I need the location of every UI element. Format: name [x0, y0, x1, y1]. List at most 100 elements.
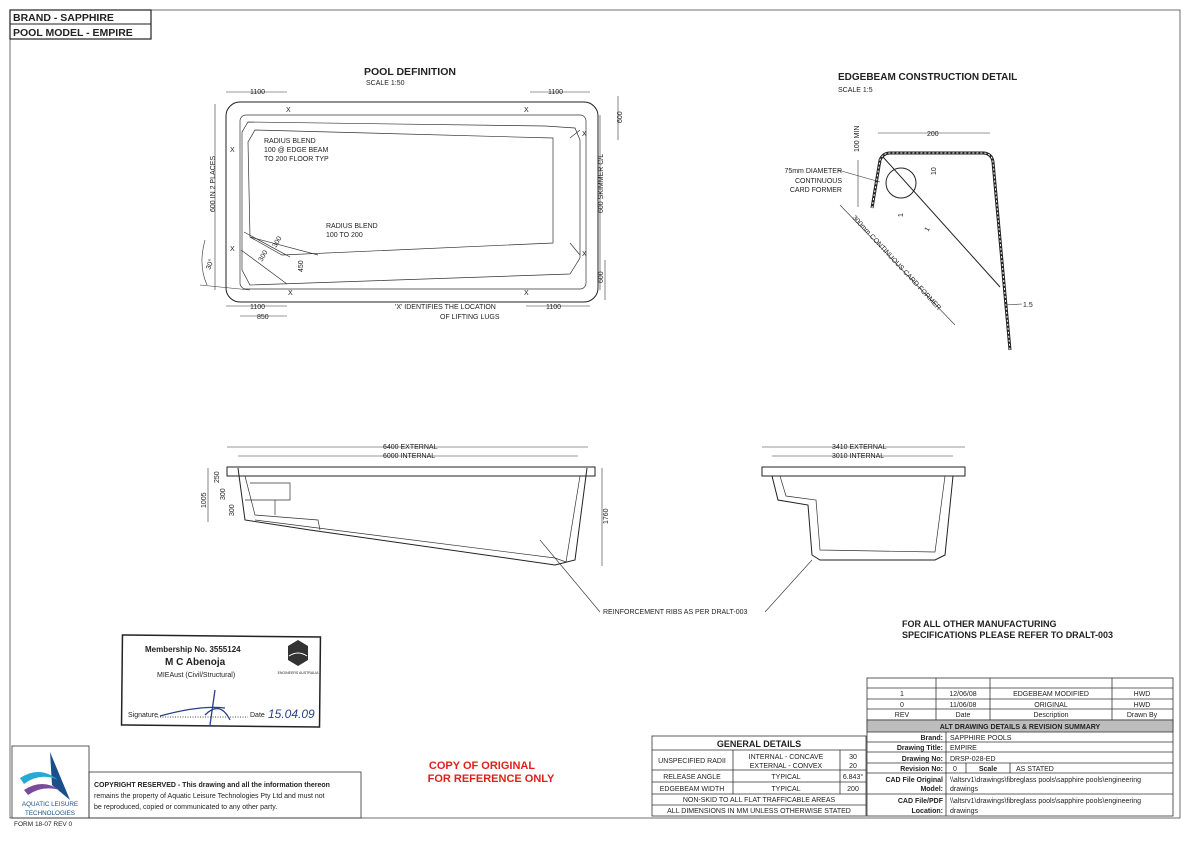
manufacturing-note: FOR ALL OTHER MANUFACTURING [902, 619, 1057, 629]
svg-text:Description: Description [1033, 712, 1068, 719]
svg-text:CAD File Original: CAD File Original [885, 777, 943, 784]
svg-text:X: X [582, 131, 587, 138]
svg-text:Membership No. 3555124: Membership No. 3555124 [145, 645, 241, 654]
svg-text:X: X [524, 107, 529, 114]
svg-text:M C Abenoja: M C Abenoja [165, 657, 226, 668]
signature [159, 689, 231, 726]
svg-text:NON-SKID TO ALL FLAT TRAFFICAB: NON-SKID TO ALL FLAT TRAFFICABLE AREAS [683, 797, 836, 804]
svg-text:1: 1 [898, 213, 905, 217]
svg-text:\\altsrv1\drawings\fibreglass: \\altsrv1\drawings\fibreglass pools\sapp… [950, 777, 1141, 784]
svg-text:ENGINEERS AUSTRALIA: ENGINEERS AUSTRALIA [278, 671, 320, 675]
sheet-border [9, 9, 1181, 819]
svg-text:300: 300 [258, 249, 270, 263]
svg-text:TECHNOLOGIES: TECHNOLOGIES [25, 810, 75, 817]
revision-table: 1 12/06/08 EDGEBEAM MODIFIED HWD 0 11/06… [866, 677, 1174, 817]
svg-text:1100: 1100 [546, 304, 561, 311]
svg-text:300: 300 [272, 235, 284, 249]
svg-text:1: 1 [900, 691, 904, 698]
svg-text:RADIUS BLEND: RADIUS BLEND [264, 138, 316, 145]
svg-text:drawings: drawings [950, 786, 979, 793]
svg-text:0: 0 [953, 766, 957, 773]
svg-text:be reproduced, copied or commu: be reproduced, copied or communicated to… [94, 804, 277, 811]
svg-text:850: 850 [257, 314, 269, 321]
svg-text:HWD: HWD [1134, 702, 1151, 709]
svg-text:'X' IDENTIFIES THE LOCATION: 'X' IDENTIFIES THE LOCATION [395, 304, 496, 311]
svg-text:TYPICAL: TYPICAL [771, 774, 800, 781]
svg-text:1100: 1100 [548, 89, 563, 96]
svg-text:drawings: drawings [950, 808, 979, 815]
svg-text:1100: 1100 [250, 304, 265, 311]
svg-text:X: X [524, 290, 529, 297]
svg-text:Revision No:: Revision No: [900, 766, 943, 773]
svg-text:Drawn By: Drawn By [1127, 712, 1158, 719]
copyright-notice: COPYRIGHT RESERVED - This drawing and al… [94, 782, 330, 811]
svg-text:REV: REV [895, 712, 910, 719]
svg-text:11/06/08: 11/06/08 [950, 702, 977, 709]
edgebeam-scale: SCALE 1:5 [838, 87, 873, 94]
svg-text:TO 200 FLOOR TYP: TO 200 FLOOR TYP [264, 156, 329, 163]
svg-text:6000 INTERNAL: 6000 INTERNAL [383, 453, 435, 460]
svg-text:0: 0 [900, 702, 904, 709]
svg-text:TYPICAL: TYPICAL [771, 786, 800, 793]
form-number: FORM 18-07 REV 0 [14, 821, 73, 828]
svg-text:30°: 30° [204, 258, 215, 271]
svg-text:CAD File/PDF: CAD File/PDF [898, 798, 944, 805]
company-logo: AQUATIC LEISURE TECHNOLOGIES [11, 745, 90, 819]
svg-text:COPYRIGHT RESERVED - This dra: COPYRIGHT RESERVED - This drawing and al… [94, 782, 330, 789]
svg-text:SPECIFICATIONS PLEASE REFER TO: SPECIFICATIONS PLEASE REFER TO DRALT-003 [902, 630, 1113, 640]
svg-text:X: X [230, 246, 235, 253]
svg-text:30: 30 [849, 754, 857, 761]
svg-text:450: 450 [298, 260, 305, 272]
svg-text:ORIGINAL: ORIGINAL [1034, 702, 1068, 709]
lifting-lug-markers: X X X X X X X X [230, 107, 587, 297]
svg-text:1760: 1760 [603, 508, 610, 524]
pool-definition-scale: SCALE 1:50 [366, 80, 405, 87]
svg-text:1005: 1005 [201, 492, 208, 508]
svg-text:ALT DRAWING DETAILS & REVISION: ALT DRAWING DETAILS & REVISION SUMMARY [940, 724, 1101, 731]
svg-text:CONTINUOUS: CONTINUOUS [795, 178, 842, 185]
svg-text:Date: Date [250, 712, 265, 719]
svg-text:EMPIRE: EMPIRE [950, 745, 977, 752]
svg-text:DRSP-028-ED: DRSP-028-ED [950, 756, 996, 763]
svg-text:X: X [582, 251, 587, 258]
svg-text:1.5: 1.5 [1023, 302, 1033, 309]
svg-text:X: X [230, 147, 235, 154]
svg-text:\\altsrv1\drawings\fibreglass: \\altsrv1\drawings\fibreglass pools\sapp… [950, 798, 1141, 805]
svg-text:100 MIN: 100 MIN [854, 126, 861, 152]
svg-text:Location:: Location: [912, 808, 944, 815]
general-details-table: GENERAL DETAILS UNSPECIFIED RADII INTERN… [651, 735, 867, 817]
edgebeam-title: EDGEBEAM CONSTRUCTION DETAIL [838, 72, 1017, 83]
svg-text:250: 250 [214, 471, 221, 483]
svg-text:X: X [286, 107, 291, 114]
svg-text:Drawing No:: Drawing No: [902, 756, 943, 763]
svg-text:100 TO 200: 100 TO 200 [326, 232, 363, 239]
svg-text:SAPPHIRE POOLS: SAPPHIRE POOLS [950, 735, 1012, 742]
svg-text:15.04.09: 15.04.09 [268, 707, 315, 721]
svg-text:HWD: HWD [1134, 691, 1151, 698]
svg-text:75mm DIAMETER: 75mm DIAMETER [784, 168, 842, 175]
svg-text:MIEAust (Civil/Structural): MIEAust (Civil/Structural) [157, 672, 235, 679]
svg-text:200: 200 [927, 131, 939, 138]
svg-text:ALL DIMENSIONS IN MM UNLESS OT: ALL DIMENSIONS IN MM UNLESS OTHERWISE ST… [667, 808, 851, 815]
edgebeam-detail: EDGEBEAM CONSTRUCTION DETAIL SCALE 1:5 2… [784, 72, 1033, 351]
cross-section: 3410 EXTERNAL 3010 INTERNAL [761, 444, 966, 613]
svg-text:Scale: Scale [979, 766, 997, 773]
svg-text:200: 200 [847, 786, 859, 793]
svg-text:RADIUS BLEND: RADIUS BLEND [326, 223, 378, 230]
svg-text:6.843°: 6.843° [843, 773, 864, 781]
svg-text:12/06/08: 12/06/08 [949, 691, 976, 698]
svg-text:AQUATIC LEISURE: AQUATIC LEISURE [22, 801, 78, 808]
reinforcement-note: REINFORCEMENT RIBS AS PER DRALT-003 [603, 609, 748, 616]
svg-text:Signature: Signature [128, 712, 158, 719]
pool-definition-plan: POOL DEFINITION SCALE 1:50 X X X X X X X… [199, 66, 624, 321]
svg-text:OF LIFTING LUGS: OF LIFTING LUGS [440, 314, 500, 321]
svg-text:300: 300 [220, 488, 227, 500]
svg-text:600 SKIMMER C/L: 600 SKIMMER C/L [598, 154, 605, 213]
pool-definition-title: POOL DEFINITION [364, 66, 456, 78]
svg-text:10: 10 [931, 167, 938, 175]
svg-text:20: 20 [849, 763, 857, 770]
header-box: BRAND - SAPPHIRE POOL MODEL - EMPIRE [9, 9, 152, 40]
brand-label: BRAND - SAPPHIRE [13, 12, 114, 24]
svg-text:INTERNAL - CONCAVE: INTERNAL - CONCAVE [749, 754, 824, 761]
